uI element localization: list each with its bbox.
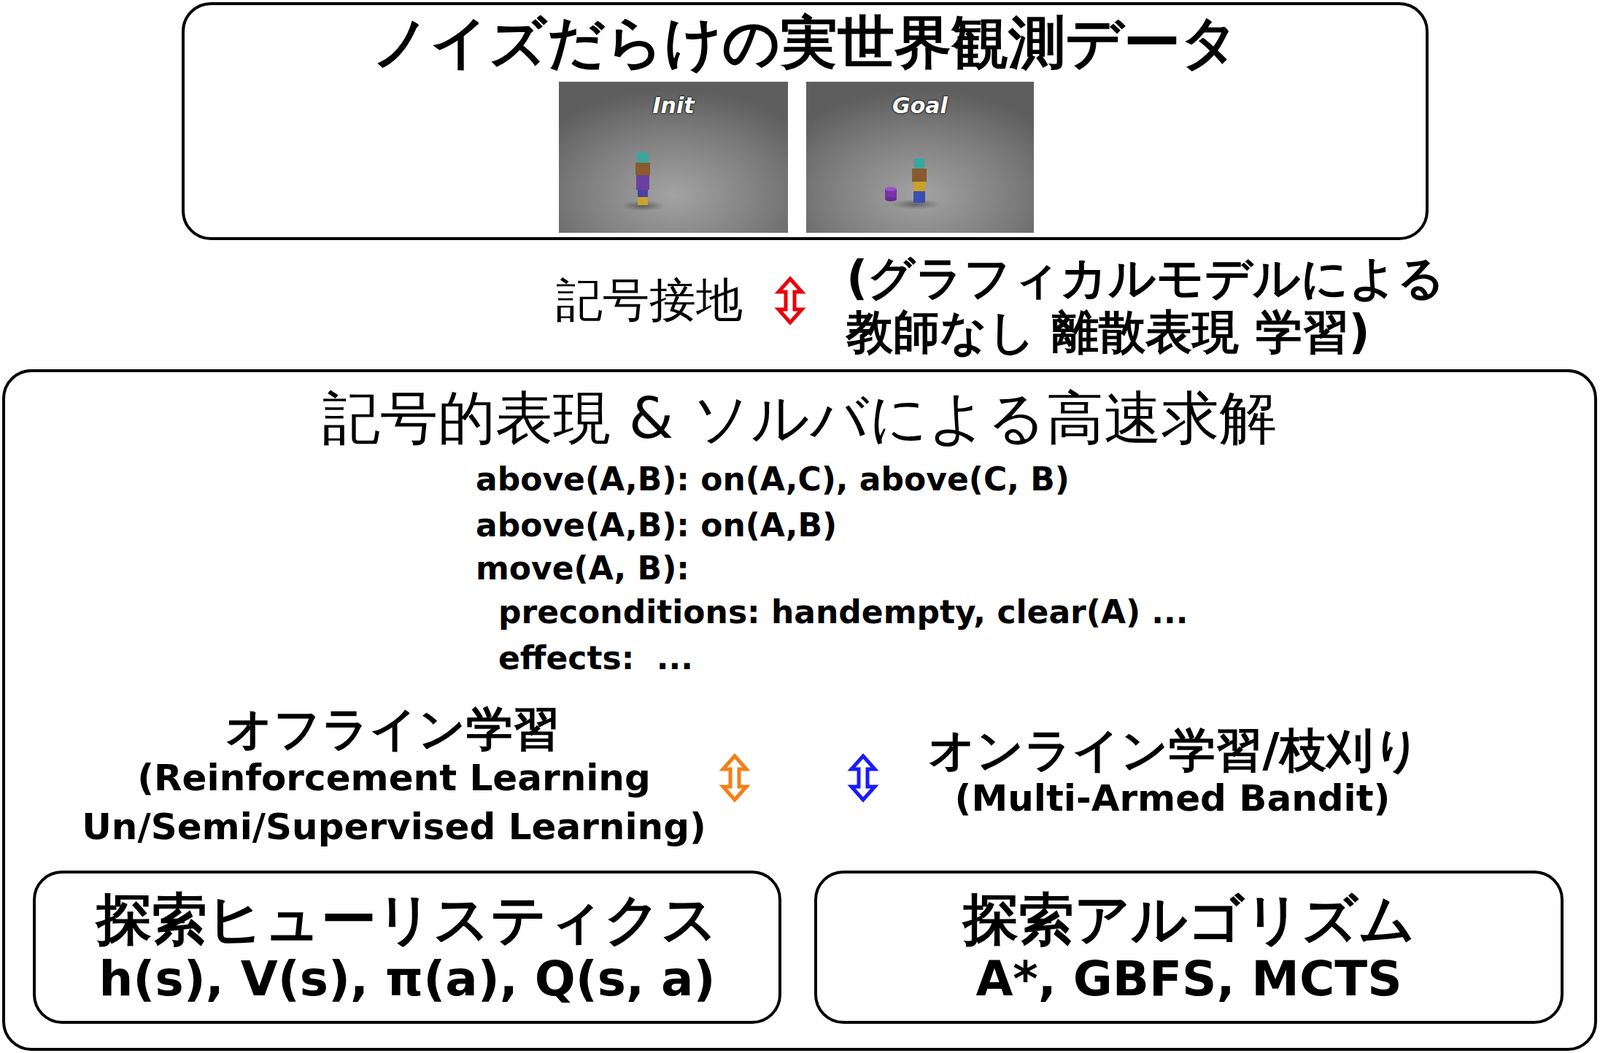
process-box: 探索ヒューリスティクスh(s), V(s), π(a), Q(s, a) bbox=[32, 870, 782, 1024]
code-line: above(A,B): on(A,B) bbox=[475, 503, 837, 548]
annotation-text: (Multi-Armed Bandit) bbox=[880, 774, 1465, 823]
code-line: move(A, B): bbox=[475, 546, 690, 591]
process-box: 探索アルゴリズムA*, GBFS, MCTS bbox=[814, 870, 1564, 1024]
box-heading: 探索アルゴリズム bbox=[817, 887, 1561, 952]
double-arrow-symbol bbox=[851, 755, 875, 800]
annotation-text: オンライン学習/枝刈り bbox=[882, 723, 1467, 778]
annotation-text: 記号接地 bbox=[539, 273, 759, 328]
annotation-text: (グラフィカルモデルによる 教師なし 離散表現 学習) bbox=[846, 250, 1489, 359]
annotation-text: (Reinforcement Learning Un/Semi/Supervis… bbox=[7, 753, 781, 852]
init-image bbox=[558, 81, 788, 233]
box-heading: 探索ヒューリスティクス bbox=[35, 887, 779, 952]
double-arrow-symbol bbox=[778, 278, 802, 323]
annotation-text: オフライン学習 bbox=[173, 702, 612, 757]
box-body: h(s), V(s), π(a), Q(s, a) bbox=[35, 951, 779, 1007]
box-heading: 記号的表現 & ソルバによる高速求解 bbox=[5, 385, 1595, 452]
code-line: preconditions: handempty, clear(A) ... bbox=[498, 590, 1189, 635]
double-arrow-symbol bbox=[723, 755, 747, 800]
code-line: above(A,B): on(A,C), above(C, B) bbox=[475, 457, 1070, 502]
code-line: effects: ... bbox=[498, 636, 694, 680]
goal-image bbox=[806, 81, 1034, 233]
image-caption: Init bbox=[558, 93, 788, 119]
panel-box: ノイズだらけの実世界観測データ bbox=[181, 2, 1429, 241]
box-heading: ノイズだらけの実世界観測データ bbox=[184, 9, 1426, 76]
image-caption: Goal bbox=[806, 93, 1034, 119]
box-body: A*, GBFS, MCTS bbox=[817, 951, 1561, 1007]
